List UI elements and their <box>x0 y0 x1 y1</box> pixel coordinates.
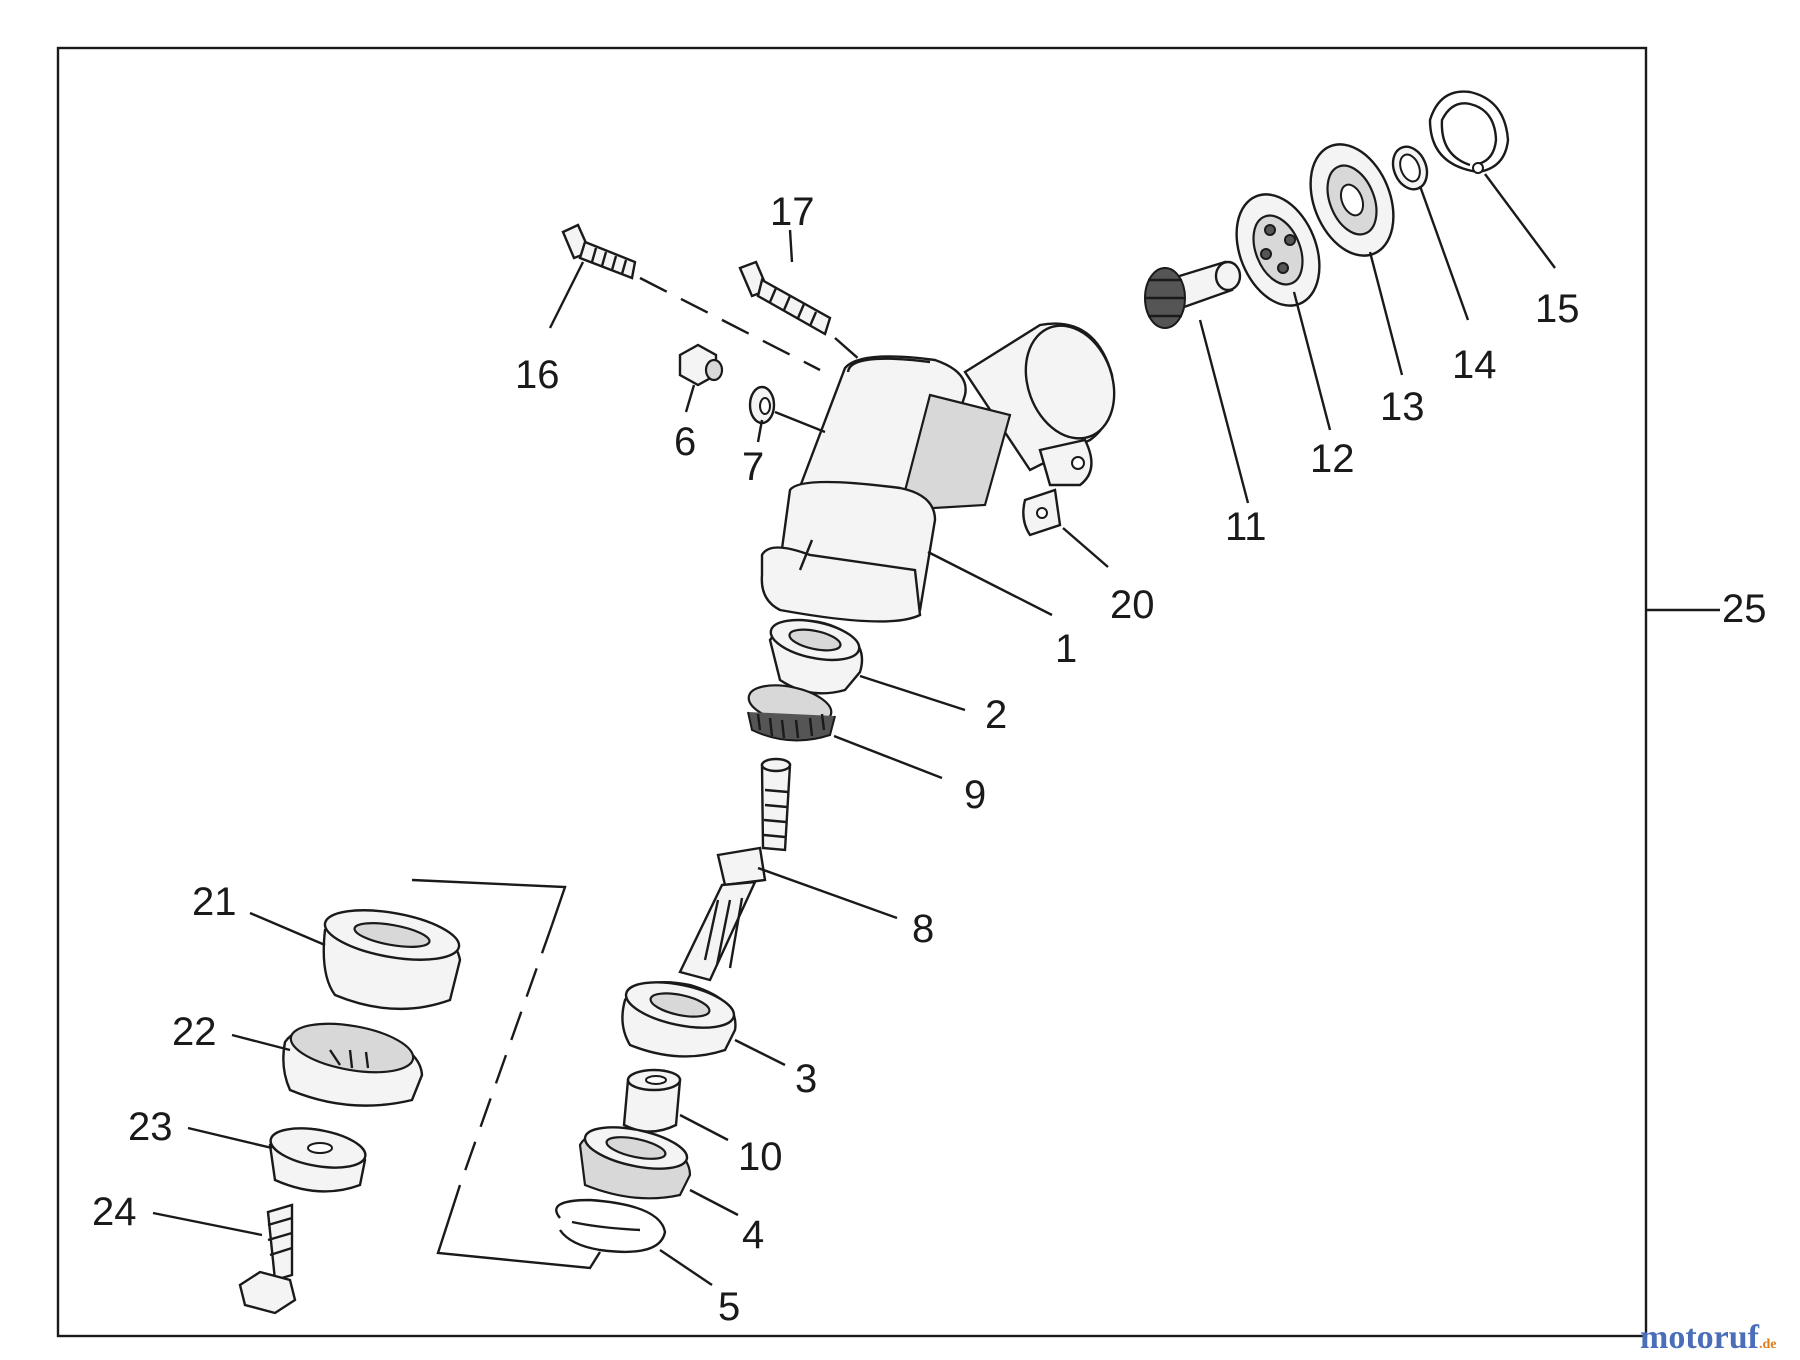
part-11-pinion-gear <box>1144 260 1242 329</box>
callout-16: 16 <box>515 353 560 397</box>
callout-23: 23 <box>128 1105 173 1149</box>
callout-11: 11 <box>1225 505 1267 549</box>
part-4-bearing <box>578 1126 692 1200</box>
part-10-sleeve <box>622 1068 682 1133</box>
callout-9: 9 <box>964 773 986 817</box>
callout-15: 15 <box>1535 287 1580 331</box>
callout-14: 14 <box>1452 343 1497 387</box>
group-bracket <box>411 878 567 926</box>
callout-10: 10 <box>738 1135 783 1179</box>
part-1-gear-housing <box>760 322 1116 623</box>
part-17-bolt <box>738 260 832 336</box>
diagram-frame <box>56 46 1648 1338</box>
washer-7-guide <box>774 410 826 434</box>
part-3-ball-bearing <box>621 981 737 1058</box>
callout-17: 17 <box>770 190 815 234</box>
part-13-ball-bearing <box>1309 143 1395 257</box>
callout-13: 13 <box>1380 385 1425 429</box>
part-20-plate <box>1022 488 1062 537</box>
part-22-holder <box>282 1022 424 1107</box>
callout-7: 7 <box>742 445 764 489</box>
part-23-washer <box>268 1127 367 1193</box>
part-2-ball-bearing <box>768 618 864 695</box>
callout-3: 3 <box>795 1057 817 1101</box>
callout-12: 12 <box>1310 437 1355 481</box>
watermark-suffix: .de <box>1759 1337 1777 1352</box>
part-5-snap-ring <box>555 1198 667 1254</box>
part-8-shaft <box>678 757 792 982</box>
bolt-16-guide <box>639 276 821 372</box>
part-6-nut <box>678 343 724 387</box>
callout-6: 6 <box>674 420 696 464</box>
callout-25: 25 <box>1722 587 1767 631</box>
part-15-snap-ring <box>1428 90 1510 174</box>
callout-8: 8 <box>912 907 934 951</box>
watermark-brand: motoruf <box>1640 1319 1760 1356</box>
part-16-bolt <box>561 223 637 280</box>
bolt-17-guide <box>834 337 861 361</box>
callout-24: 24 <box>92 1190 137 1234</box>
watermark: motoruf.de <box>1640 1319 1776 1356</box>
leader-lines <box>152 173 1720 1286</box>
callout-21: 21 <box>192 880 237 924</box>
part-24-bolt <box>238 1203 297 1315</box>
callout-22: 22 <box>172 1010 217 1054</box>
part-21-cup <box>322 909 462 1011</box>
part-9-bevel-gear <box>747 684 836 742</box>
callout-5: 5 <box>718 1285 740 1329</box>
part-14-washer <box>1391 145 1429 191</box>
callout-4: 4 <box>742 1213 764 1257</box>
callout-1: 1 <box>1055 627 1077 671</box>
callout-20: 20 <box>1110 583 1155 627</box>
part-12-ball-bearing <box>1235 193 1321 307</box>
part-7-washer <box>748 385 776 425</box>
callout-2: 2 <box>985 693 1007 737</box>
